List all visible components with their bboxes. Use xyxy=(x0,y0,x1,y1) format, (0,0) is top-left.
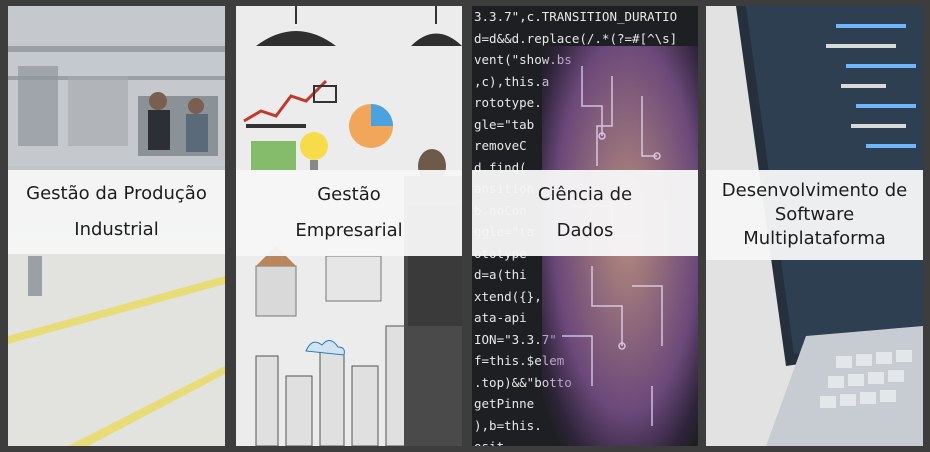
course-title-line: Ciência de xyxy=(537,184,633,205)
course-card-multiplatform-software[interactable]: Desenvolvimento de Software Multiplatafo… xyxy=(706,6,923,446)
course-card-business-management[interactable]: Gestão Empresarial xyxy=(236,6,462,446)
course-card-data-science[interactable]: 3.3.7",c.TRANSITION_DURATIO d=d&&d.replac… xyxy=(472,6,698,446)
course-title-line: Gestão xyxy=(317,184,381,205)
code-line: gle="tab xyxy=(474,116,535,132)
code-line: getPinne xyxy=(474,396,535,411)
code-line: ,c),this.a xyxy=(474,73,550,89)
code-line: d=d&&d.replace(/.*(?=#[^\s] xyxy=(474,30,678,46)
course-card-caption: Gestão Empresarial xyxy=(236,170,462,256)
course-title-line: Empresarial xyxy=(295,220,403,241)
course-title-line: Multiplataforma xyxy=(743,228,886,249)
course-title-line: Dados xyxy=(556,220,614,241)
course-card-caption: Ciência de Dados xyxy=(472,170,698,256)
course-card-industrial-production[interactable]: Gestão da Produção Industrial xyxy=(8,6,225,446)
code-line: rototype. xyxy=(474,95,542,110)
course-title-line: Software xyxy=(774,204,855,225)
course-card-caption: Desenvolvimento de Software Multiplatafo… xyxy=(706,170,923,260)
course-card-caption: Gestão da Produção Industrial xyxy=(8,170,225,254)
code-line: ION="3.3.7" xyxy=(474,331,557,347)
course-title-line: Industrial xyxy=(74,219,159,240)
code-line: osit xyxy=(474,436,677,446)
code-line: removeC xyxy=(474,138,527,153)
code-line: d=a(thi xyxy=(474,267,527,282)
factory-image xyxy=(8,6,225,446)
code-line: ata-api xyxy=(474,310,527,325)
code-line: ),b=this. xyxy=(474,417,542,433)
code-line: f=this.$elem xyxy=(474,353,565,368)
course-title-line: Desenvolvimento de xyxy=(721,180,908,201)
course-title-line: Gestão da Produção xyxy=(26,183,207,204)
code-line: 3.3.7",c.TRANSITION_DURATIO xyxy=(474,9,678,24)
code-line: xtend({}, xyxy=(474,288,542,304)
